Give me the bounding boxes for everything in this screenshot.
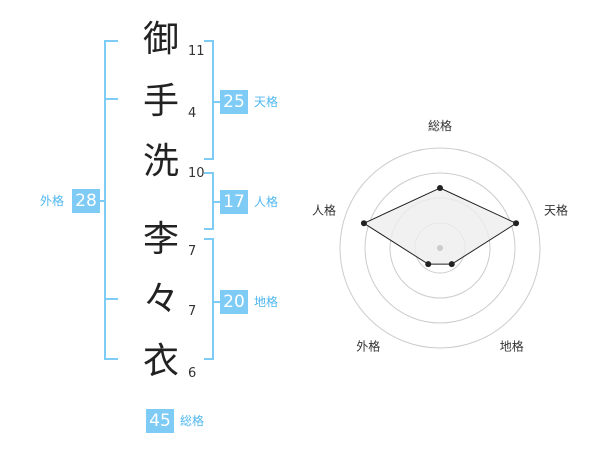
stroke-count-4: 7 — [188, 244, 197, 259]
radar-axis-label-1: 総格 — [428, 118, 452, 133]
name-char-3: 洗 — [142, 141, 179, 182]
radar-point-1 — [437, 185, 443, 191]
jinkaku-score-badge: 17 — [220, 190, 248, 214]
bracket-tick — [104, 40, 118, 42]
bracket-tick — [104, 98, 118, 100]
radar-ring — [364, 172, 516, 324]
bracket-connector — [214, 201, 220, 203]
bracket-tick — [204, 238, 214, 240]
bracket-tick — [104, 358, 118, 360]
tenkaku-label: 天格 — [254, 95, 279, 109]
radar-axis-label-5: 人格 — [312, 202, 336, 217]
tenkaku-score-badge: 25 — [220, 90, 248, 114]
radar-point-5 — [360, 220, 367, 227]
chikaku-score-badge: 20 — [220, 290, 248, 314]
radar-point-4 — [425, 261, 432, 268]
radar-point-2 — [513, 220, 520, 227]
bracket-connector — [214, 301, 220, 303]
radar-ring — [339, 147, 541, 349]
stroke-count-3: 10 — [188, 166, 205, 181]
bracket-tick — [204, 358, 214, 360]
chikaku-label: 地格 — [254, 295, 279, 309]
name-char-5: 々 — [142, 279, 179, 320]
stroke-count-5: 7 — [188, 304, 197, 319]
name-char-1: 御 — [142, 19, 179, 60]
name-char-6: 衣 — [142, 341, 179, 382]
radar-points — [360, 185, 520, 268]
bracket-tick — [204, 158, 214, 160]
stroke-count-1: 11 — [188, 44, 205, 59]
gaikaku-label: 外格 — [40, 194, 65, 208]
jinkaku-label: 人格 — [254, 195, 279, 209]
bracket-tick — [204, 40, 214, 42]
name-char-4: 李 — [142, 219, 179, 260]
gaikaku-score-badge: 28 — [72, 189, 100, 213]
radar-axis-label-4: 外格 — [356, 339, 380, 354]
stroke-count-2: 4 — [188, 106, 197, 121]
bracket-tick — [204, 228, 214, 230]
soukaku-label: 総格 — [180, 414, 205, 428]
stroke-count-6: 6 — [188, 366, 197, 381]
soukaku-score-badge: 45 — [146, 409, 174, 433]
radar-data-polygon — [362, 187, 518, 265]
bracket-tick — [104, 298, 118, 300]
jinkaku-bracket-line — [212, 172, 214, 230]
radar-point-3 — [448, 261, 455, 268]
tenkaku-bracket-line — [212, 40, 214, 160]
bracket-tick — [204, 172, 214, 174]
chikaku-bracket-line — [212, 238, 214, 360]
radar-center-dot — [437, 245, 443, 251]
gaikaku-bracket-line — [104, 40, 106, 360]
name-char-2: 手 — [142, 81, 179, 122]
radar-axis-label-2: 天格 — [544, 202, 568, 217]
bracket-connector — [214, 101, 220, 103]
radar-axis-label-3: 地格 — [500, 339, 524, 354]
